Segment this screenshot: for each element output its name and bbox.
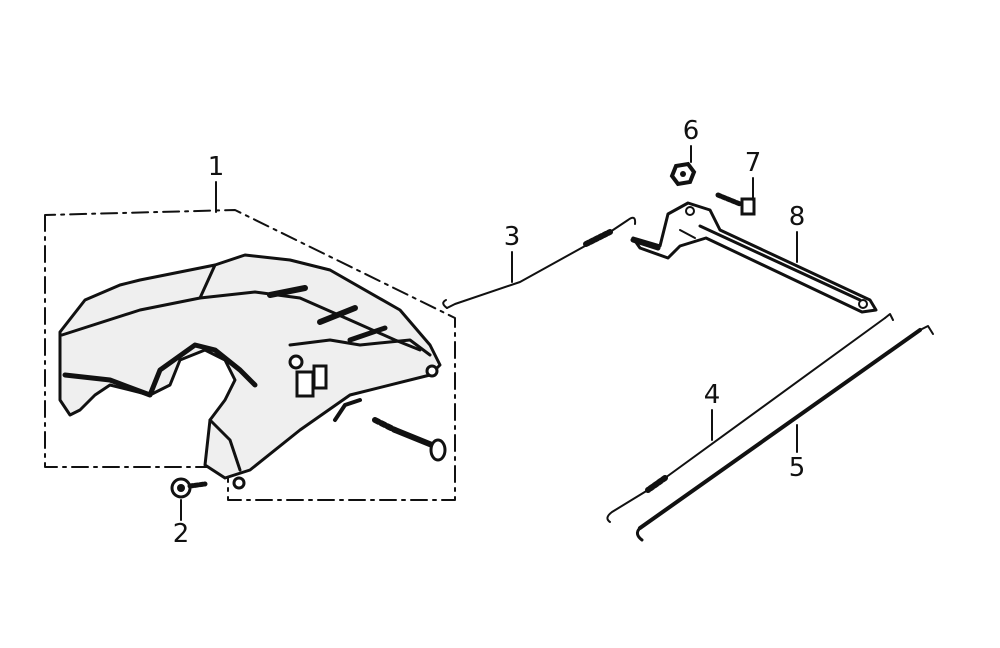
part-4-rod (606, 313, 894, 523)
callout-2: 2 (172, 519, 190, 549)
part-5-rod (635, 325, 934, 542)
bolt-long (372, 417, 447, 462)
callout-6: 6 (682, 116, 700, 146)
callout-5: 5 (788, 453, 806, 483)
callout-8: 8 (788, 202, 806, 232)
callout-4: 4 (703, 380, 721, 410)
assembly-boundary (44, 209, 456, 501)
part-2-bolt (170, 477, 208, 499)
part-6-nut (669, 161, 697, 187)
part-1-cover (58, 253, 442, 490)
callout-1: 1 (207, 152, 225, 182)
part-3-spring-rod (442, 216, 637, 309)
part-8-lever (630, 201, 878, 314)
part-7-pin (715, 192, 756, 216)
callout-7: 7 (744, 148, 762, 178)
callout-3: 3 (503, 222, 521, 252)
